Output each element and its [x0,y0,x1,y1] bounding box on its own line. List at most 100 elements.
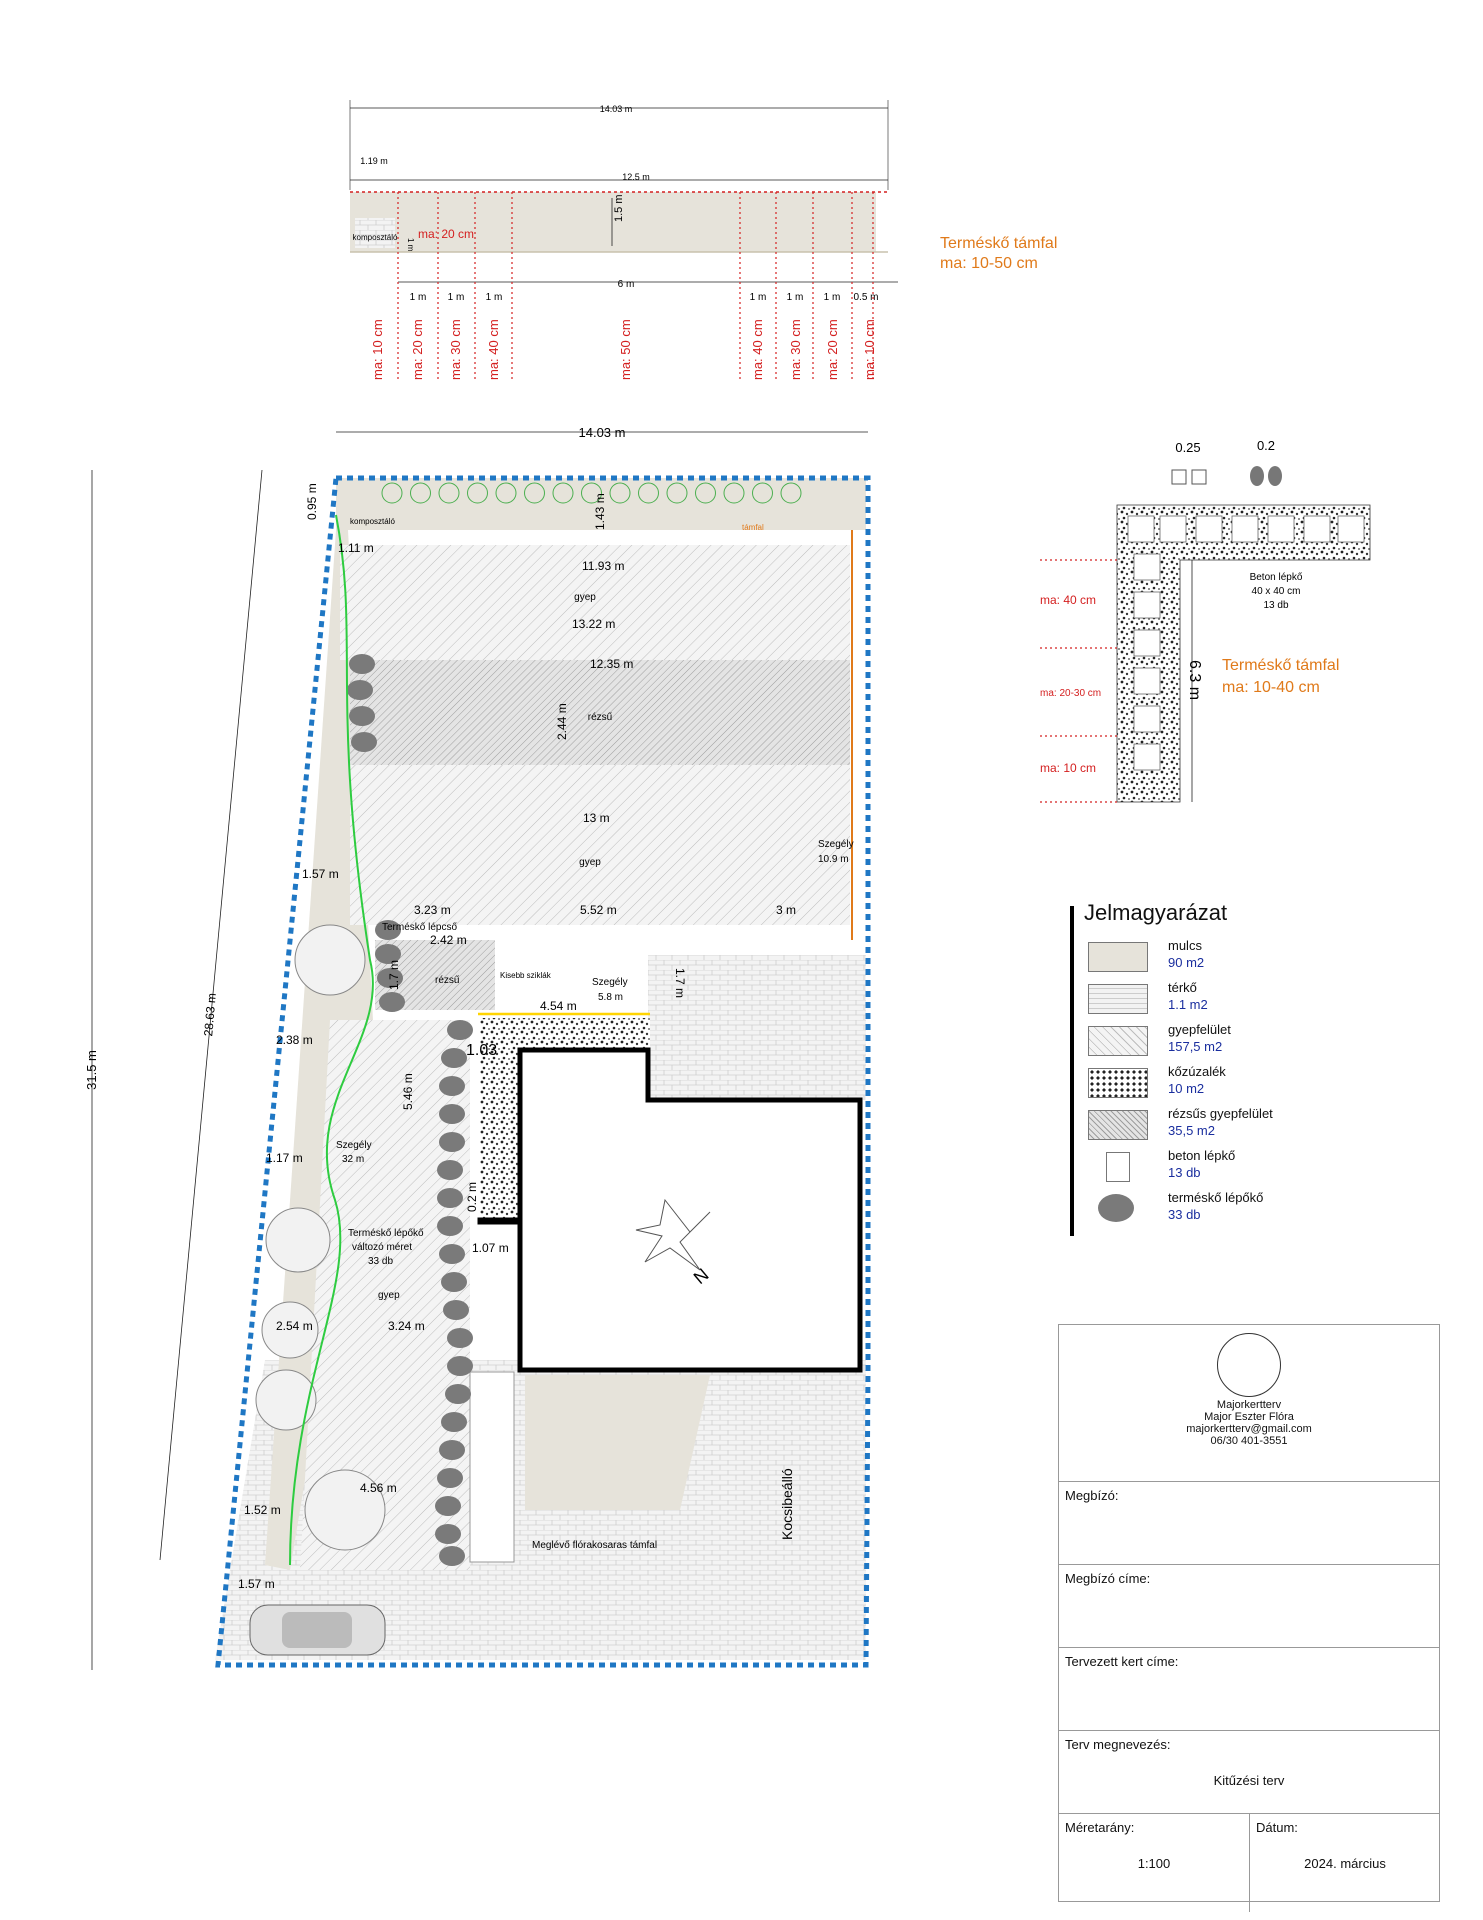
stepping-stone [447,1328,473,1348]
shrub-symbol [752,482,773,504]
mulch-strip-top [336,478,866,530]
date-label: Dátum: [1256,1820,1298,1835]
shrub-symbol [381,482,403,504]
legend-item-rezsu: rézsűs gyepfelület 35,5 m2 [1088,1106,1368,1142]
compass-rose [635,1198,711,1271]
dim: 1.07 m [472,1241,509,1255]
label-lepoko-title: Terméskő lépőkő [348,1228,424,1239]
top-height-label: ma: 40 cm [750,319,765,380]
legend-name: térkő [1168,980,1197,995]
plot-boundary [215,475,871,1668]
top-height-label: ma: 20 cm [410,319,425,380]
top-note-title: Terméskő támfal [940,235,1057,252]
legend-item-kozuzalek: kőzúzalék 10 m2 [1088,1064,1368,1100]
legend-swatch [1088,1110,1148,1140]
plan-dimensions: 0.95 m 1.43 m 1.11 m 11.93 m 13.22 m 12.… [238,483,796,1591]
stepping-stone [439,1546,465,1566]
legend-value: 33 db [1168,1207,1201,1222]
dim: 1.11 m [338,541,374,555]
stepping-stone [375,920,401,940]
top-wall-length-dim: 12.5 m [622,172,650,182]
stepping-stone [447,1020,473,1040]
dim: 1.52 m [244,1503,281,1517]
slope-lawn-upper [350,660,850,765]
legend-bar [1070,906,1074,1236]
side-step-size: 0.25 [1175,440,1200,455]
top-seg-dim: 0.5 m [853,292,878,303]
side-length-dim: 6.3 m [1186,660,1203,700]
lawn-middle [350,765,850,925]
label-lepoko-sub: változó méret [352,1242,412,1253]
legend-name: beton lépkő [1168,1148,1236,1163]
dim: 4.54 m [540,999,577,1013]
legend: Jelmagyarázat mulcs 90 m2 térkő 1.1 m2 g… [1070,900,1370,1236]
label-szegely-left: Szegély [336,1140,372,1151]
legend-item-mulcs: mulcs 90 m2 [1088,938,1368,974]
shrub-symbol [723,482,745,504]
dim: 3.24 m [388,1319,425,1333]
car-symbol [249,1604,386,1656]
legend-swatch [1088,1026,1148,1056]
dim: 2.38 m [276,1033,313,1047]
legend-item-gyep: gyepfelület 157,5 m2 [1088,1022,1368,1058]
top-height-label: ma: 40 cm [486,319,501,380]
label-rezsu-upper: rézsű [588,712,613,723]
top-seg-dim: 1 m [448,292,465,303]
shrub-symbol [666,482,688,504]
label-szegely-left-len: 32 m [342,1154,364,1165]
shrub-symbol [467,482,488,504]
designer-name: Major Eszter Flóra [1204,1411,1294,1423]
scale-label: Méretarány: [1065,1820,1135,1835]
client-row: Megbízó: [1059,1482,1439,1565]
side-note-value: ma: 10-40 cm [1222,679,1320,696]
date-value: 2024. március [1304,1856,1386,1871]
top-seg-dim: 1 m [824,292,841,303]
label-meglevo: Meglévő flórakosaras támfal [532,1540,657,1551]
top-seg-dim: 1 m [750,292,767,303]
stepping-stone [349,706,375,726]
stepping-stone [379,992,405,1012]
legend-swatch [1088,942,1148,972]
label-kompost: komposztáló [350,517,395,526]
stepping-stone [447,1356,473,1376]
stepping-stones [347,654,473,1566]
dim: 13.22 m [572,617,615,631]
plan-name-label: Terv megnevezés: [1065,1737,1171,1752]
shrub-symbol [695,482,716,504]
stepping-stone [439,1104,465,1124]
stepping-stone [437,1216,463,1236]
brand-logo [1217,1333,1281,1397]
legend-value: 90 m2 [1168,955,1205,970]
dim: 0.95 m [305,483,319,520]
dim: 1.57 m [238,1577,275,1591]
top-compost-box [355,218,395,248]
top-height-label: ma: 20 cm [825,319,840,380]
top-height-label: ma: 50 cm [618,319,633,380]
stepping-stone [351,732,377,752]
label-lepcso: Terméskő lépcső [382,922,457,933]
label-gyep-upper: gyep [574,592,596,603]
dim: 12.35 m [590,657,633,671]
stepping-stone [377,968,403,988]
carport-area [525,1375,710,1510]
shrub-symbol [410,482,431,504]
side-height-label: ma: 40 cm [1040,593,1096,607]
stairs [469,1371,515,1563]
top-height-label: ma: 10 cm [862,319,877,380]
stepping-stone [435,1524,461,1544]
plan-width-dim: 14.03 m [579,425,626,440]
plan-name-value: Kitűzési terv [1213,1773,1285,1788]
side-height-label: ma: 20-30 cm [1040,688,1101,699]
stepping-stone [439,1132,465,1152]
shrub-symbol [581,482,602,504]
garden-address-row: Tervezett kert címe: [1059,1648,1439,1731]
title-block-header: Majorkertterv Major Eszter Flóra majorke… [1059,1333,1439,1482]
top-inner-height: ma: 20 cm [418,227,474,241]
legend-swatch [1088,1068,1148,1098]
stepping-stone [443,1300,469,1320]
label-szegely-mid: Szegély [592,977,628,988]
stepping-stone [349,654,375,674]
dim: 5.52 m [580,903,617,917]
label-gyep-lower: gyep [378,1290,400,1301]
house-outline [477,1047,863,1373]
